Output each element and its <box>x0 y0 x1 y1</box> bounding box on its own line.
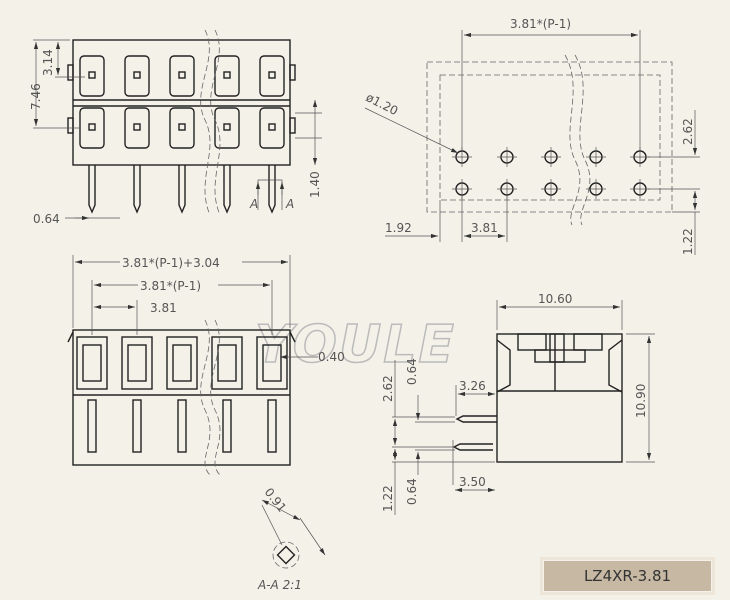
contact-pad <box>214 55 240 97</box>
side-view: 10.60 10.90 3.26 3.50 2.62 0.64 1.22 0.6… <box>381 292 655 515</box>
pin-square <box>133 71 141 79</box>
terminal <box>177 399 187 453</box>
socket-window <box>121 336 153 390</box>
dim-pitch: 3.81 <box>471 221 498 235</box>
contact-pad <box>124 107 150 149</box>
contact-pad <box>169 107 195 149</box>
socket-window <box>211 336 243 390</box>
pin-square <box>178 123 186 131</box>
detail-label: A-A 2:1 <box>257 578 302 592</box>
socket-inner <box>217 344 237 382</box>
socket-inner <box>127 344 147 382</box>
pin-square <box>268 123 276 131</box>
dim-front-pitch: 3.81 <box>150 301 177 315</box>
socket-inner <box>82 344 102 382</box>
dim-pin-b: 0.64 <box>405 478 419 505</box>
socket-window <box>76 336 108 390</box>
pin <box>178 165 186 214</box>
contact-pad <box>124 55 150 97</box>
terminal <box>267 399 277 453</box>
dim-row-pitch: 2.62 <box>681 118 695 145</box>
dim-1-40: 1.40 <box>308 171 322 198</box>
pin <box>223 165 231 214</box>
terminal <box>132 399 142 453</box>
dim-bottom-side: 1.22 <box>381 485 395 512</box>
section-mark-left: A <box>249 197 258 211</box>
pin <box>88 165 96 214</box>
contact-pad <box>79 107 105 149</box>
watermark: YOULE <box>255 315 456 375</box>
dim-edge: 1.92 <box>385 221 412 235</box>
socket-window <box>166 336 198 390</box>
dim-0-64: 0.64 <box>33 212 60 226</box>
top-view: 7.46 3.14 1.40 0.64 A A <box>29 29 322 226</box>
contact-pad <box>259 55 285 97</box>
section-mark-right: A <box>285 197 294 211</box>
dim-pin-a: 0.64 <box>405 358 419 385</box>
pin-square <box>223 123 231 131</box>
socket-inner <box>262 344 282 382</box>
pin <box>268 165 276 214</box>
dim-bottom: 1.22 <box>681 228 695 255</box>
pin-square <box>223 71 231 79</box>
pin-square <box>268 71 276 79</box>
socket-inner <box>172 344 192 382</box>
dim-height: 10.90 <box>634 384 648 418</box>
terminal <box>87 399 97 453</box>
contact-pad <box>169 55 195 97</box>
terminal <box>222 399 232 453</box>
pin-square <box>133 123 141 131</box>
socket-window <box>256 336 288 390</box>
title-block: LZ4XR-3.81 <box>540 557 715 595</box>
dim-hole: ø1.20 <box>364 90 401 118</box>
pin-square <box>88 123 96 131</box>
pin <box>133 165 141 214</box>
dim-front-span: 3.81*(P-1) <box>140 279 201 293</box>
front-view: 3.81*(P-1)+3.04 3.81*(P-1) 3.81 0.40 <box>67 250 345 476</box>
contact-pad <box>79 55 105 97</box>
dim-gap: 0.40 <box>318 350 345 364</box>
part-number: LZ4XR-3.81 <box>543 560 712 592</box>
dim-pin-upper: 3.26 <box>459 379 486 393</box>
dim-width: 10.60 <box>538 292 572 306</box>
dim-7-46: 7.46 <box>29 83 43 110</box>
pin-square <box>178 71 186 79</box>
dim-3-14: 3.14 <box>41 49 55 76</box>
dim-span: 3.81*(P-1) <box>510 17 571 31</box>
contact-pad <box>259 107 285 149</box>
dim-square: 0.91 <box>262 485 289 515</box>
dim-pin-lower: 3.50 <box>459 475 486 489</box>
dim-overall: 3.81*(P-1)+3.04 <box>122 256 220 270</box>
dim-row: 2.62 <box>381 375 395 402</box>
pin-square <box>88 71 96 79</box>
detail-section: 0.91 A-A 2:1 <box>257 485 326 592</box>
contact-pad <box>214 107 240 149</box>
pcb-layout-view: 3.81*(P-1) ø1.20 2.62 1.22 1.92 3.81 <box>364 17 700 255</box>
